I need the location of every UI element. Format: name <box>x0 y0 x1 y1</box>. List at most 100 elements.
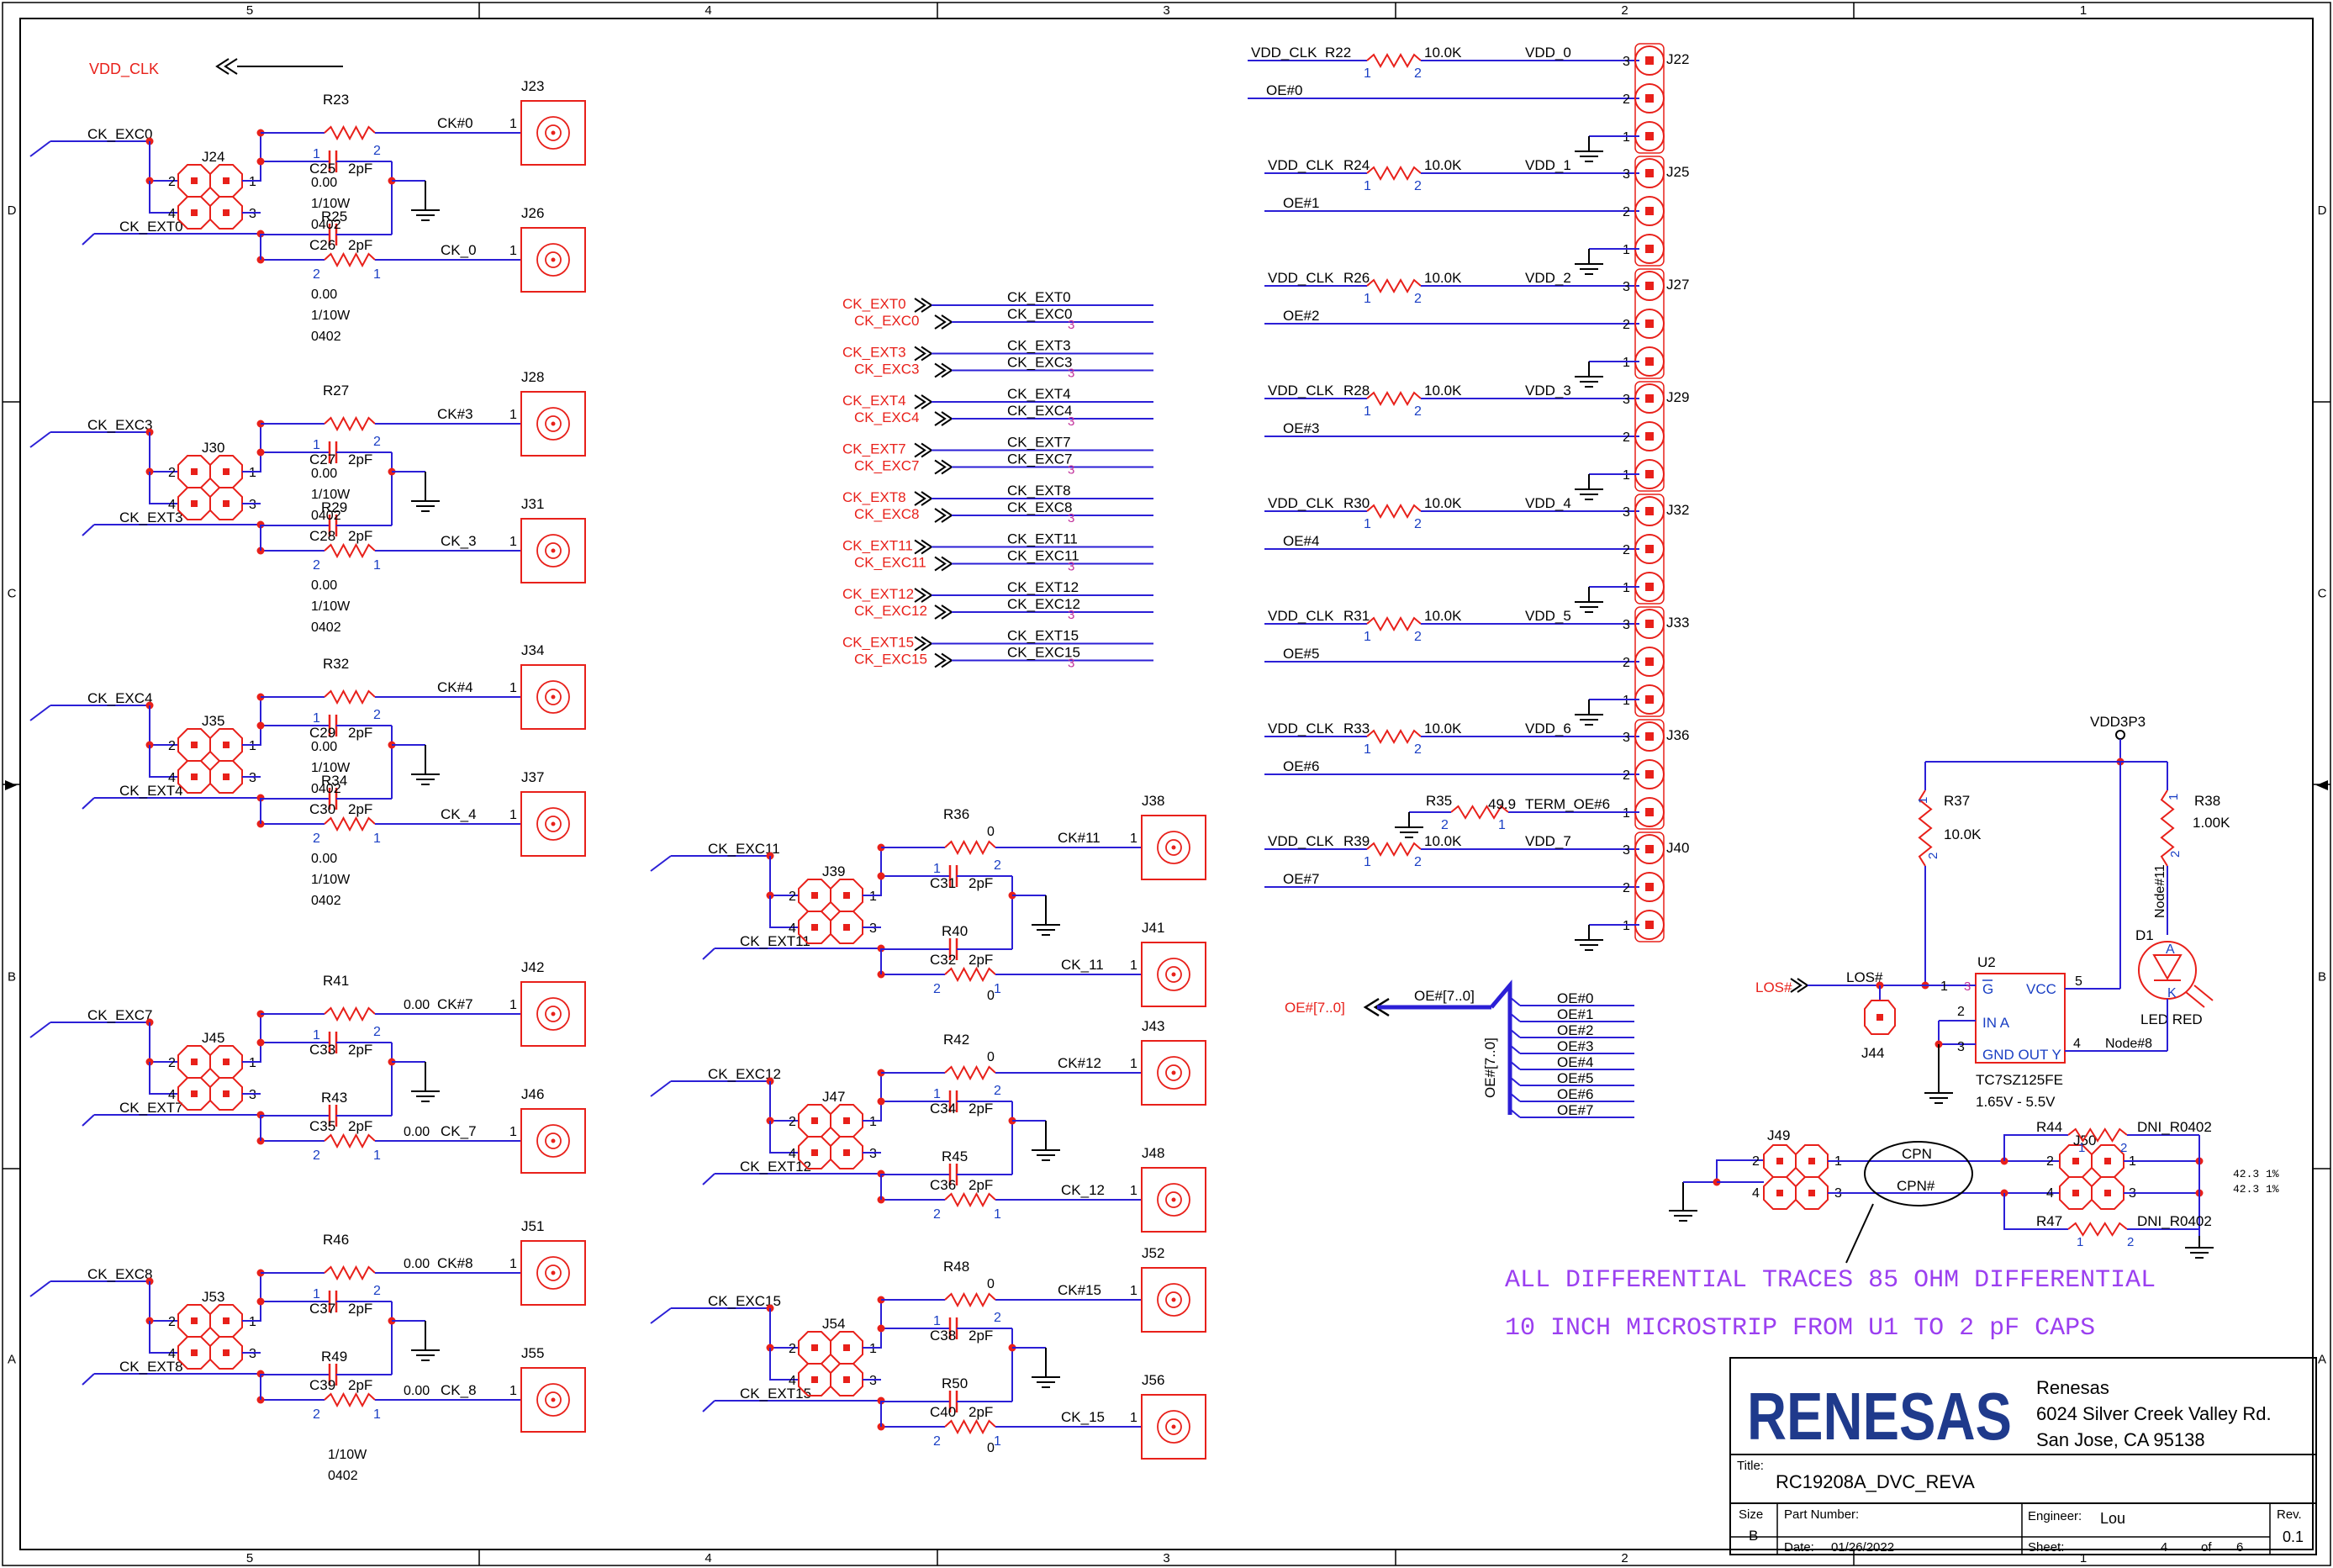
diff-connector-pad <box>2091 1176 2125 1210</box>
test-point-pin <box>1876 1014 1883 1021</box>
diff-connector-pin <box>223 500 230 507</box>
input-net-label: CK_EXC7 <box>87 1007 152 1023</box>
diff-connector-pin <box>1808 1158 1815 1164</box>
input-net-label: CK_EXC11 <box>708 841 780 857</box>
oe-bus-block: OE#[7..0]OE#[7..0]OE#[7..0]OE#0OE#1OE#2O… <box>1285 979 1634 1118</box>
resistor-tolerance: 42.3 1% <box>2233 1168 2279 1180</box>
output-net-label: CK_8 <box>441 1382 477 1398</box>
part-note: 1/10W <box>311 761 351 775</box>
pin-number: 3 <box>1623 393 1630 407</box>
pin-number: 1 <box>313 438 320 452</box>
net-label: CK_EXC4 <box>1007 403 1072 419</box>
junction-dot <box>877 1324 885 1333</box>
resistor-zigzag <box>1366 52 1422 69</box>
resistor-zigzag <box>1366 503 1422 520</box>
diff-connector-pin <box>2072 1190 2079 1196</box>
pin-number: 1 <box>1364 517 1371 531</box>
resistor-ref: R41 <box>323 973 349 989</box>
pin-number: 1 <box>509 681 517 695</box>
signal-wire <box>242 424 261 473</box>
pin-number: 1 <box>249 175 256 189</box>
resistor-ref: R34 <box>321 773 347 789</box>
test-point-ref: J44 <box>1861 1045 1884 1061</box>
resistor-r37-symbol <box>1918 789 1933 867</box>
header-outline <box>1634 268 1665 379</box>
header-pin <box>1645 169 1654 177</box>
input-stub <box>82 233 95 245</box>
drawing-title: RC19208A_DVC_REVA <box>1776 1471 1975 1492</box>
resistor-r36-symbol <box>944 839 996 856</box>
pin-number: 1 <box>1364 179 1371 193</box>
input-stub <box>650 1080 672 1097</box>
sma-j26-icon <box>520 227 586 293</box>
pin-number: 3 <box>1068 367 1074 381</box>
column-label-top: 2 <box>1621 3 1628 18</box>
pin-number: 2 <box>313 1148 320 1163</box>
sma-body <box>520 791 586 857</box>
date-label: Date: <box>1784 1540 1814 1555</box>
pin-number: 1 <box>373 1148 381 1163</box>
pin-number: 1 <box>249 1315 256 1329</box>
diff-connector-pad <box>177 196 211 230</box>
sma-connector-ref: J56 <box>1142 1372 1164 1388</box>
resistor-ref: R47 <box>2036 1213 2062 1229</box>
port-chevron <box>934 604 947 620</box>
pin-number: 4 <box>168 207 176 221</box>
part-note: 1/10W <box>311 197 351 211</box>
sma-inner-ring <box>1165 1418 1182 1435</box>
diff-wire <box>769 895 799 928</box>
part-note: 0.00 <box>311 467 337 481</box>
resistor-r25-symbol <box>324 251 376 268</box>
ground-icon <box>1032 1376 1060 1388</box>
sma-body <box>1141 1394 1206 1460</box>
diff-connector-pin <box>191 742 198 748</box>
sma-inner-ring <box>545 689 562 705</box>
port-chevron <box>934 314 947 330</box>
signal-wire <box>242 133 261 182</box>
capacitor-ref: C27 <box>309 451 335 467</box>
resistor-zigzag <box>324 1391 376 1408</box>
capacitor-ref: C33 <box>309 1042 335 1058</box>
capacitor-value: 2pF <box>348 161 372 177</box>
resistor-zigzag <box>1366 390 1422 407</box>
sma-center-pin <box>551 1397 556 1402</box>
resistor-r44-symbol <box>2067 1127 2128 1143</box>
bus-tap <box>1509 996 1521 1006</box>
header-outline <box>1634 43 1665 154</box>
header-ref: J33 <box>1666 615 1689 631</box>
diff-connector-pin <box>191 209 198 216</box>
bus-label: OE#[7..0] <box>1414 988 1475 1004</box>
port-label-ext: CK_EXT12 <box>842 586 914 602</box>
port-label-exc: CK_EXC3 <box>854 362 919 377</box>
resistor-value: 10.0K <box>1424 383 1462 399</box>
input-net-label: CK_EXT0 <box>119 219 183 235</box>
sma-connector-ref: J37 <box>521 769 544 785</box>
pin-number: 2 <box>789 1115 796 1129</box>
pin-number: 2 <box>2168 851 2183 858</box>
diff-connector-j24-icon <box>177 164 243 230</box>
diff-connector-pad <box>798 911 831 944</box>
output-net-label: CK#12 <box>1058 1055 1101 1071</box>
bus-label-vertical: OE#[7..0] <box>1482 1037 1498 1098</box>
part-note: 1/10W <box>311 309 351 323</box>
resistor-value: 1.00K <box>2193 815 2230 831</box>
pin-number: 2 <box>373 144 381 158</box>
sma-body <box>520 227 586 293</box>
diff-connector-pin <box>191 1349 198 1356</box>
resistor-r23-symbol <box>324 124 376 141</box>
ground-icon <box>1575 488 1603 500</box>
diff-connector-pin <box>223 1317 230 1324</box>
oe-net-label: OE#2 <box>1283 308 1319 324</box>
pin-number: 1 <box>373 267 381 282</box>
diff-connector-pin <box>843 1149 850 1156</box>
bus-tap <box>1509 1092 1521 1102</box>
los-indicator-circuit: VDD3P3R3710.0K12R381.00K12Node#11D1AKLED… <box>1755 714 2230 1110</box>
diff-connector-pin <box>223 177 230 184</box>
diff-connector-pad <box>830 911 863 944</box>
header-pin <box>1645 245 1654 253</box>
